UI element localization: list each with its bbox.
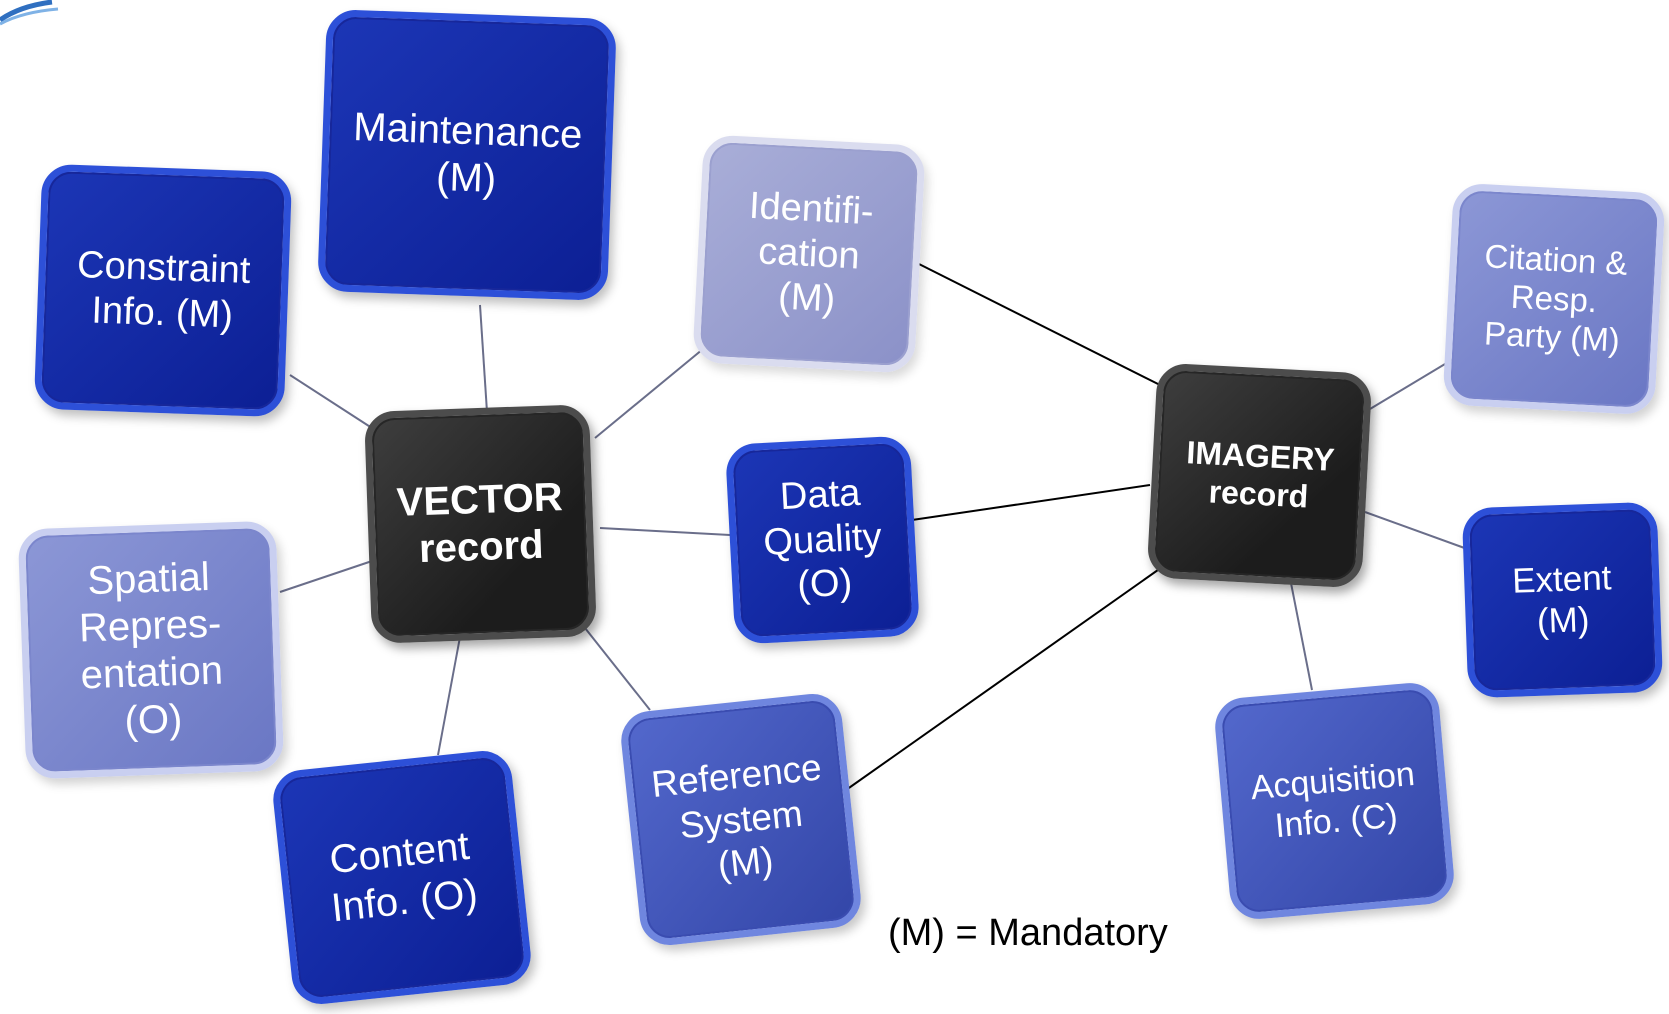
identification-node: Identifi- cation (M) bbox=[692, 134, 926, 374]
maintenance-label: Maintenance (M) bbox=[352, 104, 584, 202]
link-vector-maintenance bbox=[479, 304, 488, 413]
citation-resp-party-label: Citation & Resp. Party (M) bbox=[1483, 236, 1629, 359]
link-imagery-reference bbox=[845, 564, 1166, 791]
imagery-record-node: IMAGERY record bbox=[1146, 362, 1373, 589]
acquisition-info-node: Acquisition Info. (C) bbox=[1212, 680, 1457, 922]
data-quality-node: Data Quality (O) bbox=[724, 435, 921, 645]
logo-fragment bbox=[0, 0, 59, 26]
reference-system-node: Reference System (M) bbox=[618, 691, 864, 948]
acquisition-info-label: Acquisition Info. (C) bbox=[1249, 754, 1417, 846]
link-vector-dataquality bbox=[599, 527, 731, 536]
constraint-info-node: Constraint Info. (M) bbox=[33, 163, 293, 418]
vector-record-label: VECTOR record bbox=[395, 474, 564, 572]
extent-label: Extent (M) bbox=[1511, 557, 1613, 641]
link-imagery-dataquality bbox=[911, 484, 1151, 521]
link-vector-content bbox=[437, 636, 461, 756]
data-quality-label: Data Quality (O) bbox=[762, 471, 883, 607]
content-info-node: Content Info. (O) bbox=[270, 748, 534, 1007]
spatial-representation-label: Spatial Repres- entation (O) bbox=[78, 554, 224, 744]
imagery-record-label: IMAGERY record bbox=[1185, 433, 1336, 515]
link-imagery-extent bbox=[1364, 511, 1471, 551]
extent-node: Extent (M) bbox=[1461, 501, 1664, 699]
citation-resp-party-node: Citation & Resp. Party (M) bbox=[1442, 182, 1666, 416]
identification-label: Identifi- cation (M) bbox=[748, 184, 875, 321]
link-vector-reference bbox=[584, 627, 651, 711]
link-vector-constraint bbox=[289, 374, 376, 431]
maintenance-node: Maintenance (M) bbox=[317, 9, 617, 301]
vector-record-node: VECTOR record bbox=[364, 404, 597, 644]
legend-mandatory: (M) = Mandatory bbox=[888, 912, 1168, 954]
constraint-info-label: Constraint Info. (M) bbox=[76, 243, 252, 336]
link-vector-spatial bbox=[279, 559, 376, 593]
link-imagery-identification bbox=[914, 261, 1161, 386]
link-imagery-acquisition bbox=[1289, 577, 1313, 691]
reference-system-label: Reference System (M) bbox=[649, 746, 824, 886]
content-info-label: Content Info. (O) bbox=[327, 824, 480, 930]
spatial-representation-node: Spatial Repres- entation (O) bbox=[17, 520, 285, 780]
link-imagery-citation bbox=[1364, 357, 1456, 413]
